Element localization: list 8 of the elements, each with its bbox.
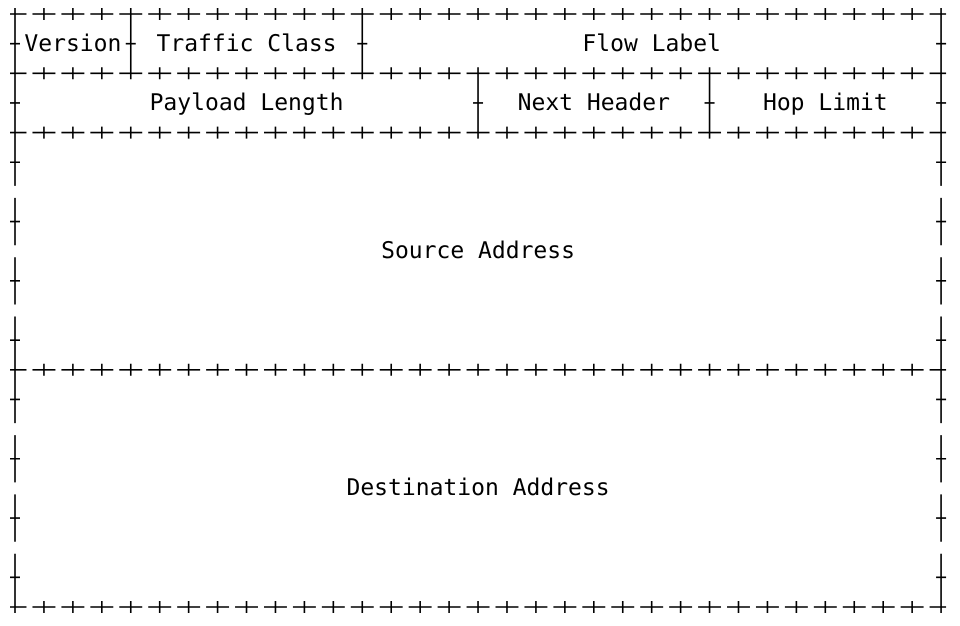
field-label: Source Address [23,140,934,362]
field-label: Version [23,22,123,66]
field-label: Destination Address [23,378,934,599]
field-label: Payload Length [23,81,470,125]
field-label: Next Header [486,81,702,125]
field-label: Flow Label [370,22,934,66]
field-label: Hop Limit [718,81,934,125]
field-label: Traffic Class [138,22,354,66]
